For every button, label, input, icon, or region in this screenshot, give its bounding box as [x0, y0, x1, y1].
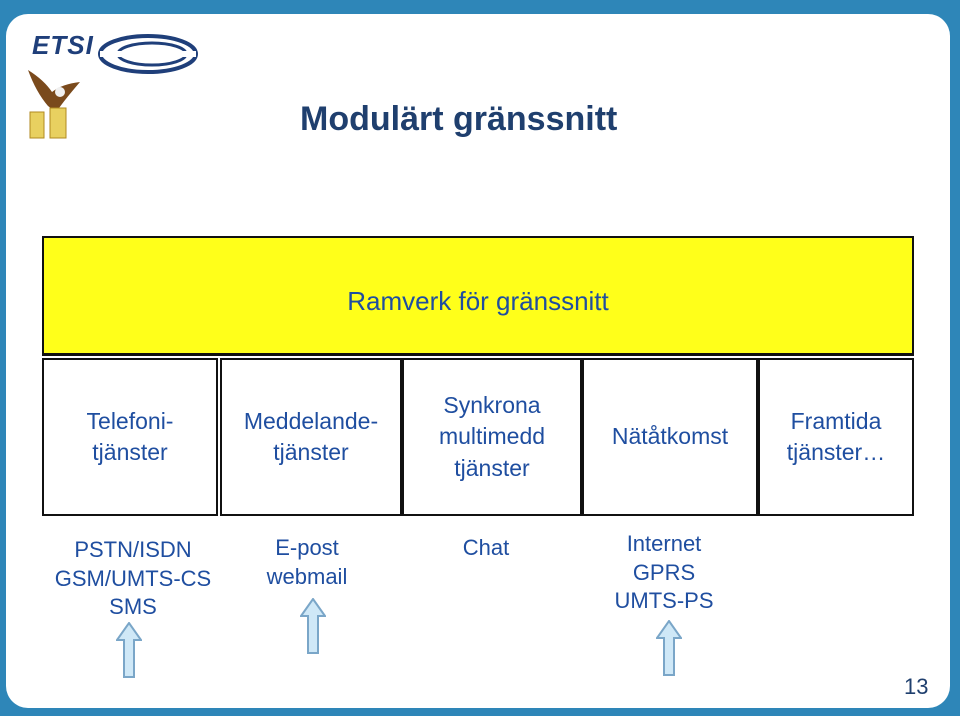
up-arrow-icon: [656, 620, 682, 676]
etsi-logo-text: ETSI: [32, 30, 94, 60]
service-box-synkrona: Synkrona multimedd tjänster: [402, 358, 582, 516]
network-label-telefoni: PSTN/ISDN GSM/UMTS-CS SMS: [54, 537, 212, 620]
service-box-meddelande: Meddelande- tjänster: [220, 358, 402, 516]
service-box-natatkomst: Nätåtkomst: [582, 358, 758, 516]
service-label: Nätåtkomst: [611, 423, 729, 450]
network-label-natatkomst: Internet GPRS UMTS-PS: [614, 531, 714, 614]
framework-box: Ramverk för gränssnitt: [42, 236, 914, 356]
service-label: Synkrona multimedd tjänster: [438, 392, 546, 481]
up-arrow-icon: [300, 598, 326, 654]
page-title: Modulärt gränssnitt: [300, 100, 618, 138]
eagle-logo-icon: [28, 70, 80, 139]
etsi-swoosh-icon: [98, 34, 198, 74]
framework-label: Ramverk för gränssnitt: [347, 286, 609, 316]
service-box-telefoni: Telefoni- tjänster: [42, 358, 218, 516]
service-label: Telefoni- tjänster: [86, 407, 174, 465]
up-arrow-icon: [116, 622, 142, 678]
service-box-framtida: Framtida tjänster…: [758, 358, 914, 516]
network-label-meddelande: E-post webmail: [266, 535, 348, 589]
service-label: Framtida tjänster…: [786, 407, 886, 465]
service-label: Meddelande- tjänster: [243, 407, 379, 465]
page-number: 13: [904, 674, 929, 699]
network-label-chat: Chat: [462, 535, 510, 560]
